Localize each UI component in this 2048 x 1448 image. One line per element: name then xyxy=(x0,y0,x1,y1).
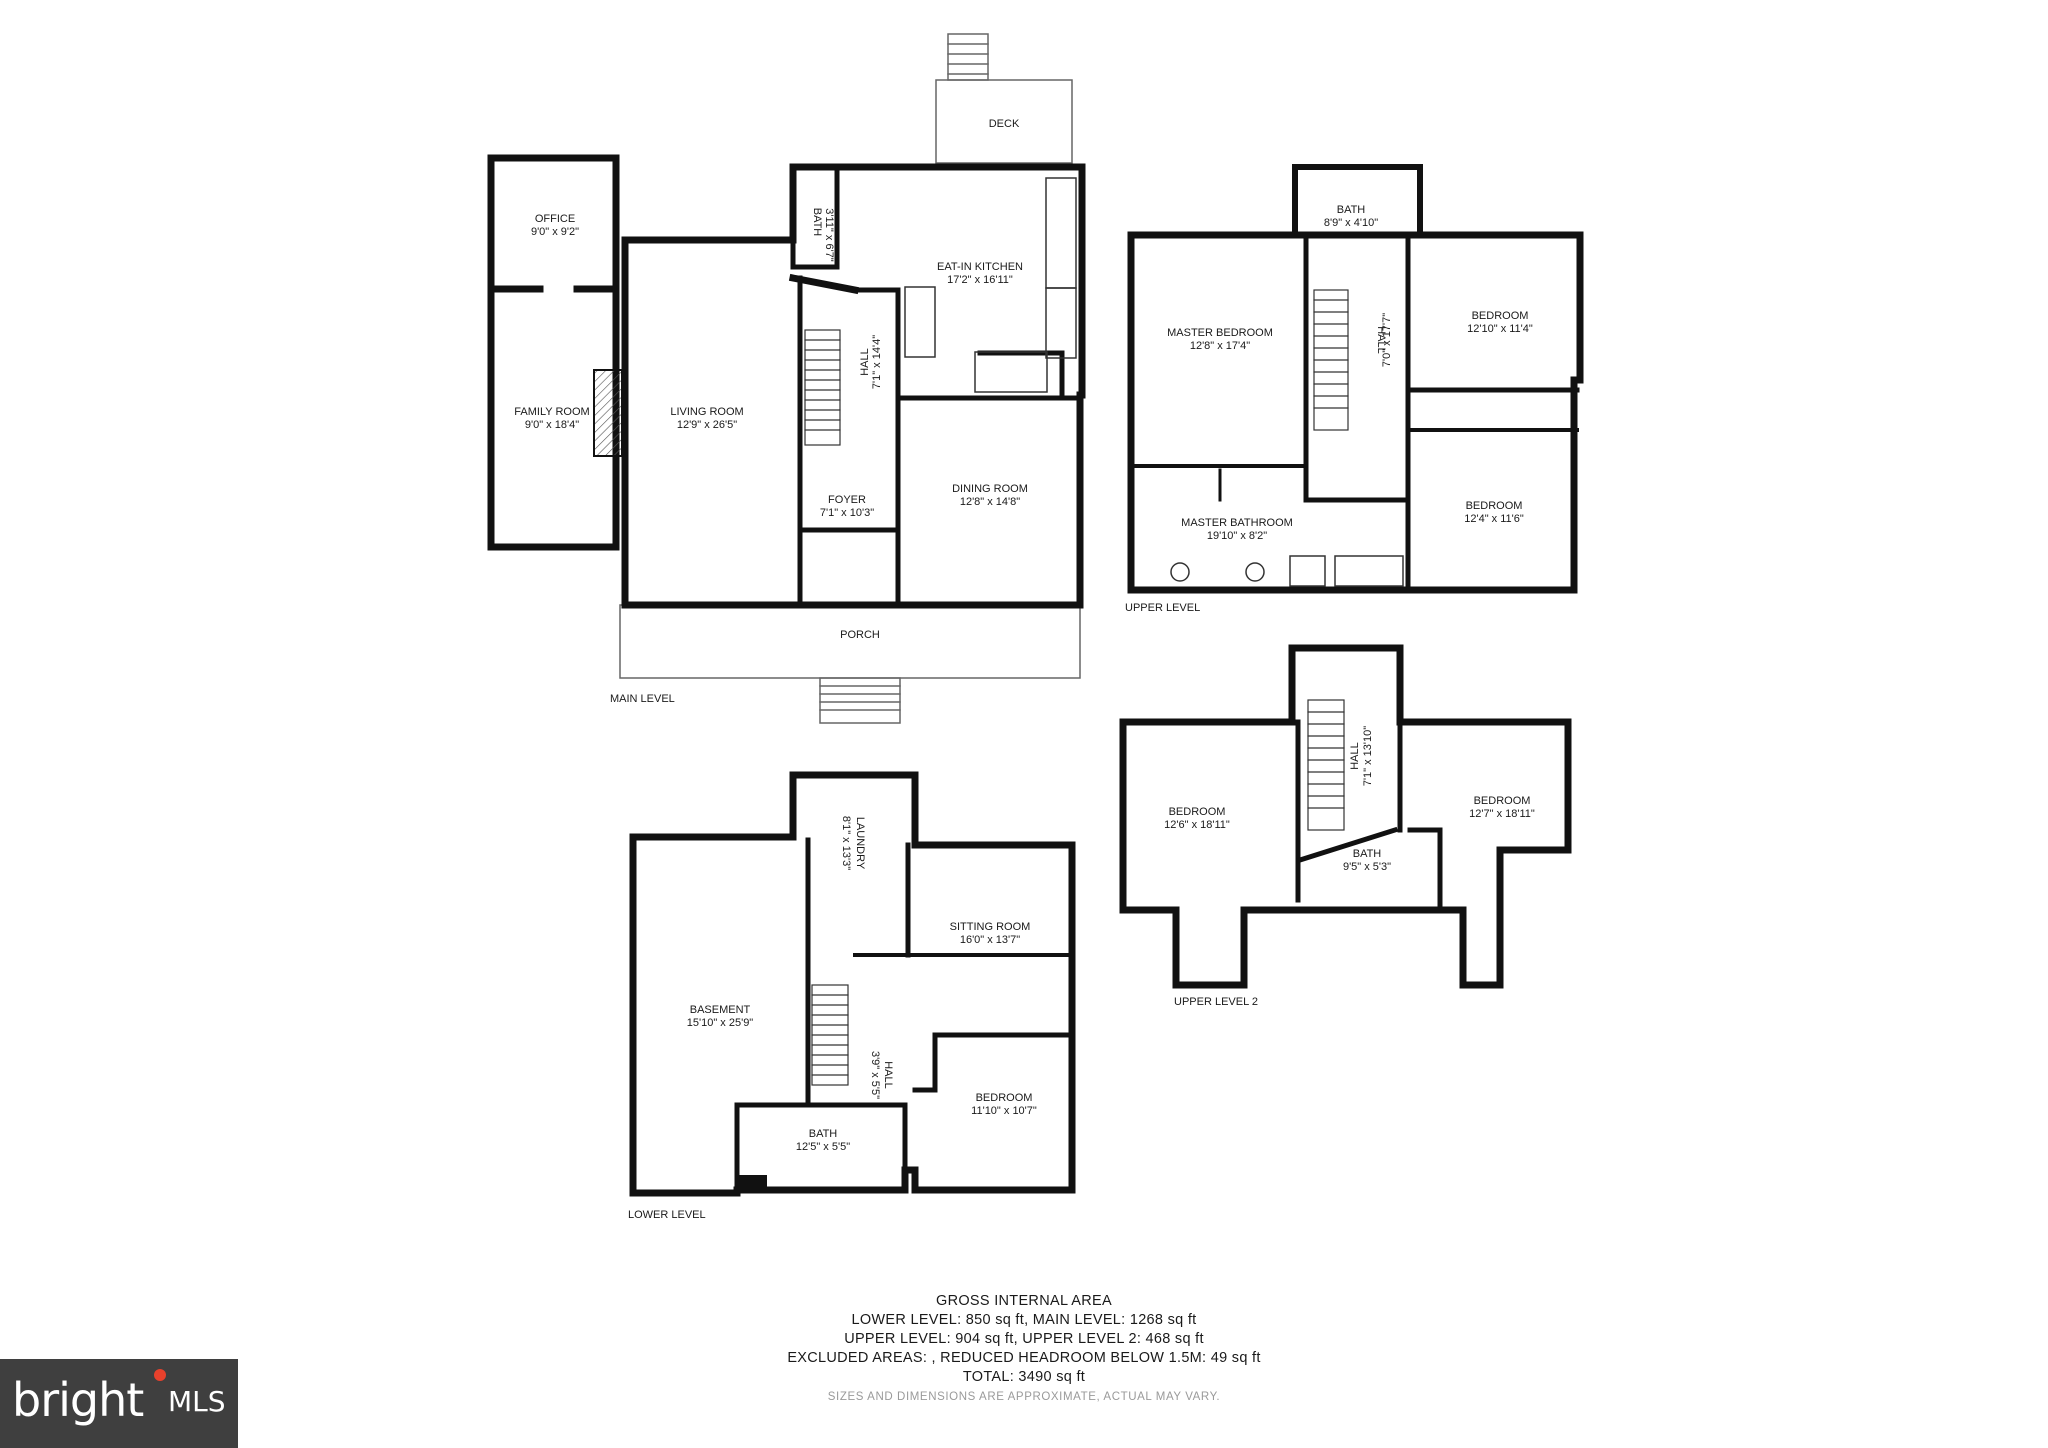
label-bath-main-dim: 3'11" x 6'7" xyxy=(823,208,835,261)
label-sitting-dim: 16'0" x 13'7" xyxy=(960,934,1020,946)
room-labels: DECK OFFICE 9'0" x 9'2" FAMILY ROOM 9'0"… xyxy=(514,118,1535,1153)
label-bath-low-dim: 12'5" x 5'5" xyxy=(796,1141,850,1153)
label-bath-up-name: BATH xyxy=(1337,204,1366,216)
label-office-name: OFFICE xyxy=(535,213,575,225)
label-bed-up2-dim: 12'4" x 11'6" xyxy=(1464,513,1524,525)
main-stairs xyxy=(804,329,841,446)
logo-wordmark: bright xyxy=(12,1373,144,1427)
main-house-walls xyxy=(621,163,1086,609)
summary-title: GROSS INTERNAL AREA xyxy=(936,1293,1112,1309)
upper-level-plan xyxy=(1127,164,1584,594)
kitchen-counters xyxy=(904,177,1077,393)
label-porch: PORCH xyxy=(840,629,880,641)
summary-line-1: LOWER LEVEL: 850 sq ft, MAIN LEVEL: 1268… xyxy=(851,1312,1197,1328)
bath-main-outline xyxy=(790,164,840,270)
label-laundry-dim: 8'1" x 13'3" xyxy=(840,816,852,870)
label-hall-up-dim: 7'0" x 17'7" xyxy=(1381,313,1393,367)
upper-stairs xyxy=(1313,289,1349,431)
summary-line-4: TOTAL: 3490 sq ft xyxy=(962,1369,1086,1385)
label-hall-low-dim: 3'9" x 5'5" xyxy=(869,1051,881,1099)
label-hall-up-name: HALL xyxy=(1375,326,1387,354)
label-bed-up2-name: BEDROOM xyxy=(1466,500,1523,512)
summary-line-2: UPPER LEVEL: 904 sq ft, UPPER LEVEL 2: 4… xyxy=(844,1331,1204,1347)
label-bath-u2-dim: 9'5" x 5'3" xyxy=(1343,861,1391,873)
label-hall-main-name: HALL xyxy=(859,348,871,376)
level-label-lower: LOWER LEVEL xyxy=(628,1209,706,1221)
logo-dot-icon xyxy=(154,1369,166,1381)
fireplace xyxy=(593,369,623,457)
lower-stairs xyxy=(811,984,849,1086)
label-bed-u2a-name: BEDROOM xyxy=(1169,806,1226,818)
level-label-main: MAIN LEVEL xyxy=(610,693,675,705)
logo-mls: MLS xyxy=(168,1385,226,1418)
label-kitchen-name: EAT-IN KITCHEN xyxy=(937,261,1023,273)
label-basement-dim: 15'10" x 25'9" xyxy=(687,1017,754,1029)
label-bed-u2a-dim: 12'6" x 18'11" xyxy=(1164,819,1230,831)
label-bed-u2b-name: BEDROOM xyxy=(1474,795,1531,807)
label-hall-u2-name: HALL xyxy=(1349,742,1361,770)
label-living-name: LIVING ROOM xyxy=(670,406,743,418)
master-bath-fixtures xyxy=(1170,555,1404,587)
level-labels: MAIN LEVEL UPPER LEVEL UPPER LEVEL 2 LOW… xyxy=(610,602,1258,1221)
deck-outline xyxy=(935,33,1073,164)
level-label-upper2: UPPER LEVEL 2 xyxy=(1174,996,1258,1008)
label-bed-up1-name: BEDROOM xyxy=(1472,310,1529,322)
label-dining-dim: 12'8" x 14'8" xyxy=(960,496,1020,508)
area-summary: GROSS INTERNAL AREA LOWER LEVEL: 850 sq … xyxy=(0,1292,2048,1405)
summary-line-3: EXCLUDED AREAS: , REDUCED HEADROOM BELOW… xyxy=(787,1350,1261,1366)
label-family-name: FAMILY ROOM xyxy=(514,406,589,418)
upper2-stairs xyxy=(1307,699,1345,831)
porch-outline xyxy=(619,604,1081,724)
label-kitchen-dim: 17'2" x 16'11" xyxy=(947,274,1013,286)
label-basement-name: BASEMENT xyxy=(690,1004,751,1016)
label-family-dim: 9'0" x 18'4" xyxy=(525,419,579,431)
label-bath-up-dim: 8'9" x 4'10" xyxy=(1324,217,1378,229)
label-bed-low-dim: 11'10" x 10'7" xyxy=(971,1105,1037,1117)
label-master-bath-name: MASTER BATHROOM xyxy=(1181,517,1293,529)
lower-level-plan xyxy=(629,771,1076,1197)
label-bath-main: BATH xyxy=(811,208,823,237)
label-foyer-name: FOYER xyxy=(828,494,866,506)
label-hall-u2-dim: 7'1" x 13'10" xyxy=(1362,726,1374,786)
label-bath-low-name: BATH xyxy=(809,1128,838,1140)
main-level-plan xyxy=(487,33,1086,724)
label-living-dim: 12'9" x 26'5" xyxy=(677,419,737,431)
label-sitting-name: SITTING ROOM xyxy=(950,921,1031,933)
upper-level-2-plan xyxy=(1119,644,1572,989)
label-master-bath-dim: 19'10" x 8'2" xyxy=(1207,530,1267,542)
label-master-dim: 12'8" x 17'4" xyxy=(1190,340,1250,352)
summary-disclaimer: SIZES AND DIMENSIONS ARE APPROXIMATE, AC… xyxy=(827,1391,1221,1403)
label-bath-u2-name: BATH xyxy=(1353,848,1382,860)
label-foyer-dim: 7'1" x 10'3" xyxy=(820,507,874,519)
office-family-walls xyxy=(487,154,620,551)
label-laundry-name: LAUNDRY xyxy=(854,817,866,870)
label-hall-main-dim: 7'1" x 14'4" xyxy=(871,335,883,389)
label-deck: DECK xyxy=(989,118,1020,130)
label-office-dim: 9'0" x 9'2" xyxy=(531,226,579,238)
label-dining-name: DINING ROOM xyxy=(952,483,1028,495)
label-bed-low-name: BEDROOM xyxy=(976,1092,1033,1104)
laundry-alcove xyxy=(793,775,915,855)
level-label-upper: UPPER LEVEL xyxy=(1125,602,1200,614)
label-bed-u2b-dim: 12'7" x 18'11" xyxy=(1469,808,1535,820)
label-bed-up1-dim: 12'10" x 11'4" xyxy=(1467,323,1533,335)
label-hall-low-name: HALL xyxy=(882,1061,894,1089)
bright-mls-logo: bright MLS xyxy=(0,1359,238,1448)
label-master-name: MASTER BEDROOM xyxy=(1167,327,1273,339)
